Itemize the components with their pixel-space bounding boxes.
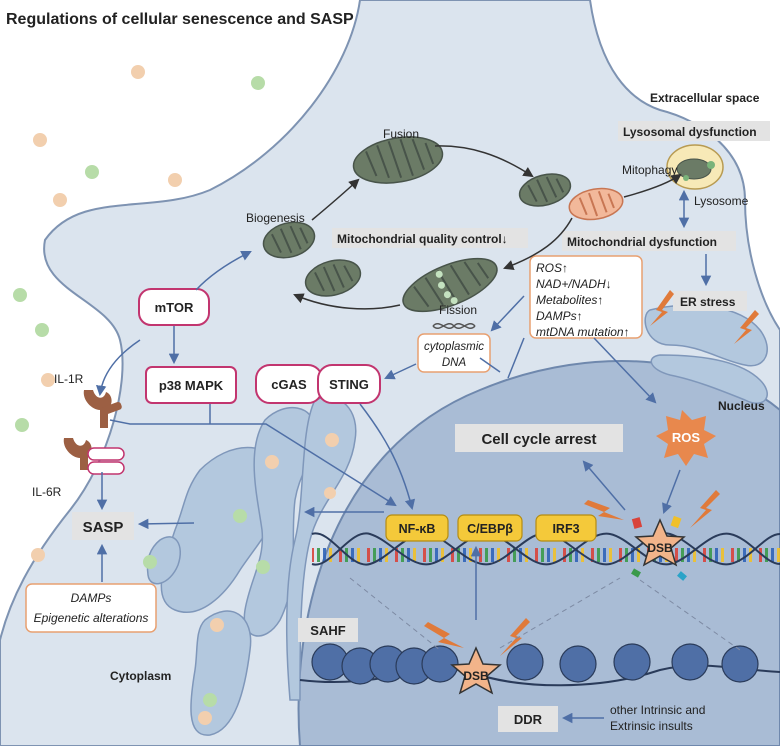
insults-line2: Extrinsic insults bbox=[610, 719, 693, 733]
mito-effect-metabolites: Metabolites↑ bbox=[536, 293, 603, 307]
mitochondrion-damaged bbox=[568, 187, 624, 221]
er-stress-box bbox=[673, 291, 747, 311]
cyto-dna-line2: DNA bbox=[442, 357, 467, 369]
dsb-label-lower: DSB bbox=[463, 669, 489, 683]
mito-effect-mtdna: mtDNA mutation↑ bbox=[536, 325, 630, 339]
sting-box bbox=[317, 364, 381, 404]
sasp-input-damps: DAMPs bbox=[71, 591, 112, 605]
sasp-input-epigenetic: Epigenetic alterations bbox=[34, 611, 149, 625]
mitochondrion-top bbox=[352, 136, 444, 184]
er-stress-label: ER stress bbox=[680, 295, 736, 309]
dna-fragments bbox=[631, 515, 687, 581]
cyto-dna-box bbox=[417, 333, 491, 373]
cgas-label: cGAS bbox=[271, 377, 307, 392]
page-title: Regulations of cellular senescence and S… bbox=[6, 11, 354, 28]
ros-burst-icon bbox=[656, 410, 716, 466]
mitochondrion-right bbox=[518, 173, 572, 207]
dsb-label-upper: DSB bbox=[647, 541, 673, 555]
tf-irf3-label: IRF3 bbox=[552, 522, 579, 536]
signaling-arrows bbox=[95, 189, 712, 724]
tf-cebpb-box bbox=[457, 514, 523, 542]
il1r-label: IL-1R bbox=[54, 372, 84, 386]
mito-effects-box bbox=[529, 255, 643, 339]
p38-box bbox=[145, 366, 237, 404]
sasp-label: SASP bbox=[83, 519, 124, 536]
quality-control-box bbox=[332, 228, 528, 248]
cyto-dna-line1: cytoplasmic bbox=[424, 341, 484, 353]
fission-label: Fission bbox=[439, 303, 477, 317]
tf-nfkb-label: NF-κB bbox=[399, 522, 436, 536]
il1r-receptor-icon bbox=[83, 390, 122, 428]
mito-effect-nad: NAD+/NADH↓ bbox=[536, 277, 612, 291]
chromatin-nucleosomes bbox=[299, 643, 780, 687]
lysosome-label: Lysosome bbox=[694, 194, 749, 208]
lysosomal-dysfunction-box bbox=[618, 121, 770, 141]
insults-line1: other Intrinsic and bbox=[610, 703, 705, 717]
sasp-box bbox=[72, 512, 134, 540]
cell-cycle-arrest-label: Cell cycle arrest bbox=[481, 431, 596, 448]
ddr-box bbox=[498, 706, 558, 732]
tf-cebpb-label: C/EBPβ bbox=[467, 522, 513, 536]
sahf-label: SAHF bbox=[310, 623, 345, 638]
mitochondrion-biogenesis bbox=[262, 221, 316, 259]
mito-effect-damps: DAMPs↑ bbox=[536, 309, 583, 323]
fusion-label: Fusion bbox=[383, 127, 419, 141]
lightning-icons-upper bbox=[584, 290, 759, 528]
mito-dysfunction-box bbox=[562, 231, 736, 251]
p38-label: p38 MAPK bbox=[159, 378, 224, 393]
mitophagy-label: Mitophagy bbox=[622, 163, 677, 177]
tf-nfkb-box bbox=[385, 514, 449, 542]
sasp-particles bbox=[13, 65, 339, 725]
ddr-label: DDR bbox=[514, 712, 543, 727]
mtor-box bbox=[138, 288, 210, 326]
cytoplasm-label: Cytoplasm bbox=[110, 669, 171, 683]
sting-label: STING bbox=[329, 377, 369, 392]
dsb-star-lower bbox=[450, 646, 502, 695]
cytoplasmic-dna-helix-icon bbox=[432, 323, 476, 329]
biogenesis-label: Biogenesis bbox=[246, 211, 305, 225]
mitochondrion-fission bbox=[402, 257, 498, 313]
ros-label: ROS bbox=[672, 430, 701, 445]
lysosomal-dysfunction-label: Lysosomal dysfunction bbox=[623, 125, 757, 139]
sasp-inputs-box bbox=[25, 583, 157, 633]
quality-control-label: Mitochondrial quality control↓ bbox=[337, 232, 508, 246]
sahf-box bbox=[298, 618, 358, 642]
dsb-star-upper bbox=[634, 518, 686, 567]
lightning-icons-lower bbox=[424, 618, 530, 656]
il6r-label: IL-6R bbox=[32, 485, 62, 499]
dashed-links bbox=[349, 577, 741, 651]
nucleus-label: Nucleus bbox=[718, 399, 765, 413]
mito-cycle-arrows bbox=[293, 145, 682, 310]
extracellular-label: Extracellular space bbox=[650, 91, 760, 105]
mito-effect-ros: ROS↑ bbox=[536, 261, 568, 275]
mitochondrion-left bbox=[304, 259, 362, 297]
mito-dysfunction-label: Mitochondrial dysfunction bbox=[567, 235, 717, 249]
mtor-label: mTOR bbox=[155, 300, 194, 315]
il6r-receptor-icon bbox=[63, 438, 125, 475]
tf-irf3-box bbox=[535, 514, 597, 542]
cell-cycle-arrest-box bbox=[455, 424, 623, 452]
